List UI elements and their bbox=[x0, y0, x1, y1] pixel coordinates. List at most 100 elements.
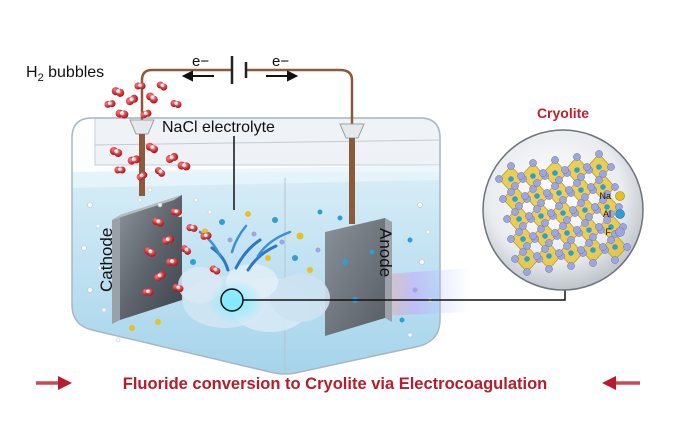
cathode-label: Cathode bbox=[97, 228, 116, 292]
f-atom bbox=[563, 242, 571, 250]
f-atom bbox=[541, 245, 549, 253]
h2-molecule bbox=[200, 232, 212, 240]
electron-arrows bbox=[181, 70, 299, 82]
h2-molecule bbox=[144, 247, 156, 257]
cryolite-legend: Na Al F bbox=[599, 191, 625, 237]
electron-label-left: e− bbox=[192, 53, 209, 70]
anode-plate bbox=[325, 218, 392, 336]
h2-molecule bbox=[142, 288, 154, 296]
f-atom bbox=[565, 186, 573, 194]
h2-molecule bbox=[165, 152, 179, 164]
f-atom bbox=[595, 176, 603, 184]
legend-swatch-f bbox=[615, 227, 625, 237]
h2-molecule bbox=[127, 155, 141, 165]
banner-arrow-left-head bbox=[58, 376, 72, 390]
f-atom bbox=[543, 189, 551, 197]
f-atom bbox=[551, 229, 559, 237]
al-atom bbox=[546, 253, 552, 259]
f-atom bbox=[559, 222, 567, 230]
al-atom bbox=[534, 193, 540, 199]
h2-molecule bbox=[152, 217, 164, 227]
f-atom bbox=[577, 173, 585, 181]
f-atom bbox=[603, 190, 611, 198]
electrolyte-label: NaCl electrolyte bbox=[162, 119, 275, 136]
al-atom bbox=[560, 210, 566, 216]
f-atom bbox=[585, 239, 593, 247]
f-atom bbox=[533, 205, 541, 213]
cathode-plate bbox=[112, 195, 182, 324]
al-atom bbox=[538, 213, 544, 219]
f-atom bbox=[577, 199, 585, 207]
f-atom bbox=[611, 256, 619, 264]
f-atom bbox=[533, 252, 541, 260]
f-atom bbox=[607, 236, 615, 244]
f-atom bbox=[519, 248, 527, 256]
f-atom bbox=[573, 179, 581, 187]
f-atom bbox=[519, 222, 527, 230]
al-atom bbox=[612, 244, 618, 250]
anode-holder bbox=[339, 123, 365, 224]
al-atom bbox=[586, 227, 592, 233]
f-atom bbox=[533, 179, 541, 187]
h2-molecule bbox=[104, 100, 116, 108]
f-atom bbox=[561, 166, 569, 174]
h2-molecule bbox=[165, 258, 179, 266]
f-atom bbox=[587, 183, 595, 191]
f-atom bbox=[537, 225, 545, 233]
cryolite-title: Cryolite bbox=[537, 105, 589, 121]
f-atom bbox=[595, 150, 603, 158]
al-atom bbox=[604, 204, 610, 210]
floc-highlight-circle bbox=[220, 288, 244, 312]
al-atom bbox=[552, 170, 558, 176]
al-atom bbox=[564, 230, 570, 236]
f-atom bbox=[507, 162, 515, 170]
h2-molecule bbox=[156, 81, 168, 91]
f-atom bbox=[539, 169, 547, 177]
f-atom bbox=[563, 216, 571, 224]
f-atom bbox=[523, 268, 531, 276]
al-atom bbox=[568, 250, 574, 256]
f-atom bbox=[517, 172, 525, 180]
f-atom bbox=[499, 195, 507, 203]
f-atom bbox=[581, 193, 589, 201]
f-atom bbox=[511, 182, 519, 190]
h2-molecule bbox=[154, 271, 166, 281]
f-atom bbox=[545, 239, 553, 247]
h2-molecule bbox=[170, 208, 182, 216]
f-atom bbox=[569, 206, 577, 214]
f-atom bbox=[511, 255, 519, 263]
h2-molecule bbox=[170, 99, 182, 109]
banner-arrow-right-head bbox=[602, 376, 616, 390]
ion-particles bbox=[129, 209, 418, 331]
al-atom bbox=[596, 164, 602, 170]
f-atom bbox=[607, 163, 615, 171]
f-atom bbox=[595, 223, 603, 231]
cathode-holder bbox=[129, 119, 155, 196]
f-atom bbox=[567, 262, 575, 270]
f-atom bbox=[585, 213, 593, 221]
banner: Fluoride conversion to Cryolite via Elec… bbox=[36, 375, 640, 393]
al-atom bbox=[542, 233, 548, 239]
circuit-wires bbox=[140, 68, 354, 128]
f-atom bbox=[573, 226, 581, 234]
anode-label: Anode bbox=[376, 228, 395, 277]
h2-molecule bbox=[136, 171, 148, 181]
electron-label-right: e− bbox=[272, 53, 289, 70]
h2-molecules-air bbox=[104, 81, 191, 181]
f-atom bbox=[541, 219, 549, 227]
h2-molecule bbox=[145, 142, 159, 154]
f-atom bbox=[599, 243, 607, 251]
al-atom bbox=[512, 196, 518, 202]
f-atom bbox=[567, 236, 575, 244]
legend-label-al: Al bbox=[603, 209, 611, 219]
f-atom bbox=[611, 183, 619, 191]
f-atom bbox=[555, 249, 563, 257]
f-atom bbox=[503, 215, 511, 223]
h2-molecule bbox=[134, 82, 146, 90]
f-atom bbox=[599, 196, 607, 204]
f-atom bbox=[591, 203, 599, 211]
al-atom bbox=[530, 173, 536, 179]
h2-molecules-water bbox=[142, 208, 221, 296]
f-atom bbox=[521, 192, 529, 200]
